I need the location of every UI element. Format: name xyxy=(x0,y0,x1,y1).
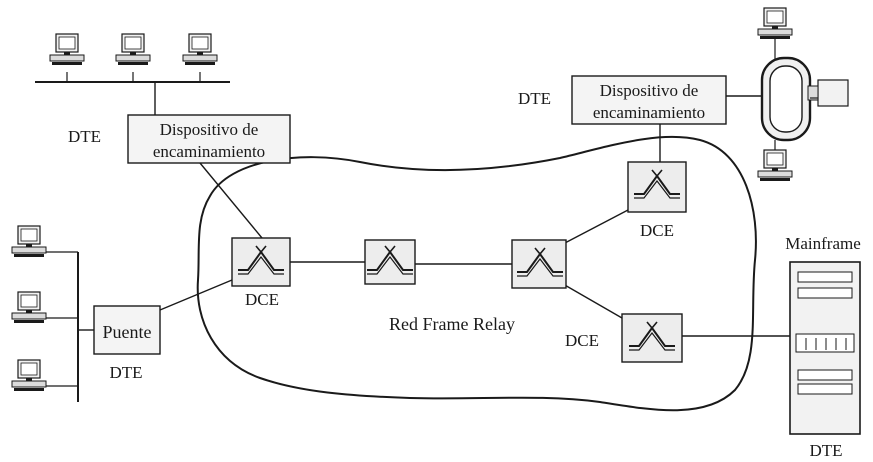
dce-switch-left xyxy=(232,238,290,286)
workstation-icon xyxy=(50,34,84,65)
workstation-icon xyxy=(818,80,848,106)
mainframe xyxy=(790,262,860,434)
dce-switch-top-right xyxy=(628,162,686,212)
lan-left xyxy=(12,226,94,402)
workstation-icon xyxy=(12,360,46,391)
workstation-icon xyxy=(183,34,217,65)
lan-top-left xyxy=(35,34,230,115)
dce-label: DCE xyxy=(245,290,279,309)
dce-label: DCE xyxy=(565,331,599,350)
switch-middle xyxy=(365,240,415,284)
token-ring-lan xyxy=(726,8,848,181)
dte-label: DTE xyxy=(809,441,842,460)
router-right-label-2: encaminamiento xyxy=(593,103,705,122)
dce-switch-bottom-right xyxy=(622,314,682,362)
workstation-icon xyxy=(116,34,150,65)
switch-right-center xyxy=(512,240,566,288)
bridge-label: Puente xyxy=(103,322,152,342)
dte-label: DTE xyxy=(518,89,551,108)
dte-label: DTE xyxy=(68,127,101,146)
workstation-icon xyxy=(12,292,46,323)
workstation-icon xyxy=(758,8,792,39)
router-left-label-2: encaminamiento xyxy=(153,142,265,161)
router-left-label-1: Dispositivo de xyxy=(160,120,259,139)
dte-label: DTE xyxy=(109,363,142,382)
mainframe-label: Mainframe xyxy=(785,234,861,253)
dce-label: DCE xyxy=(640,221,674,240)
workstation-icon xyxy=(758,150,792,181)
network-label: Red Frame Relay xyxy=(389,314,515,334)
workstation-icon xyxy=(12,226,46,257)
router-right-label-1: Dispositivo de xyxy=(600,81,699,100)
